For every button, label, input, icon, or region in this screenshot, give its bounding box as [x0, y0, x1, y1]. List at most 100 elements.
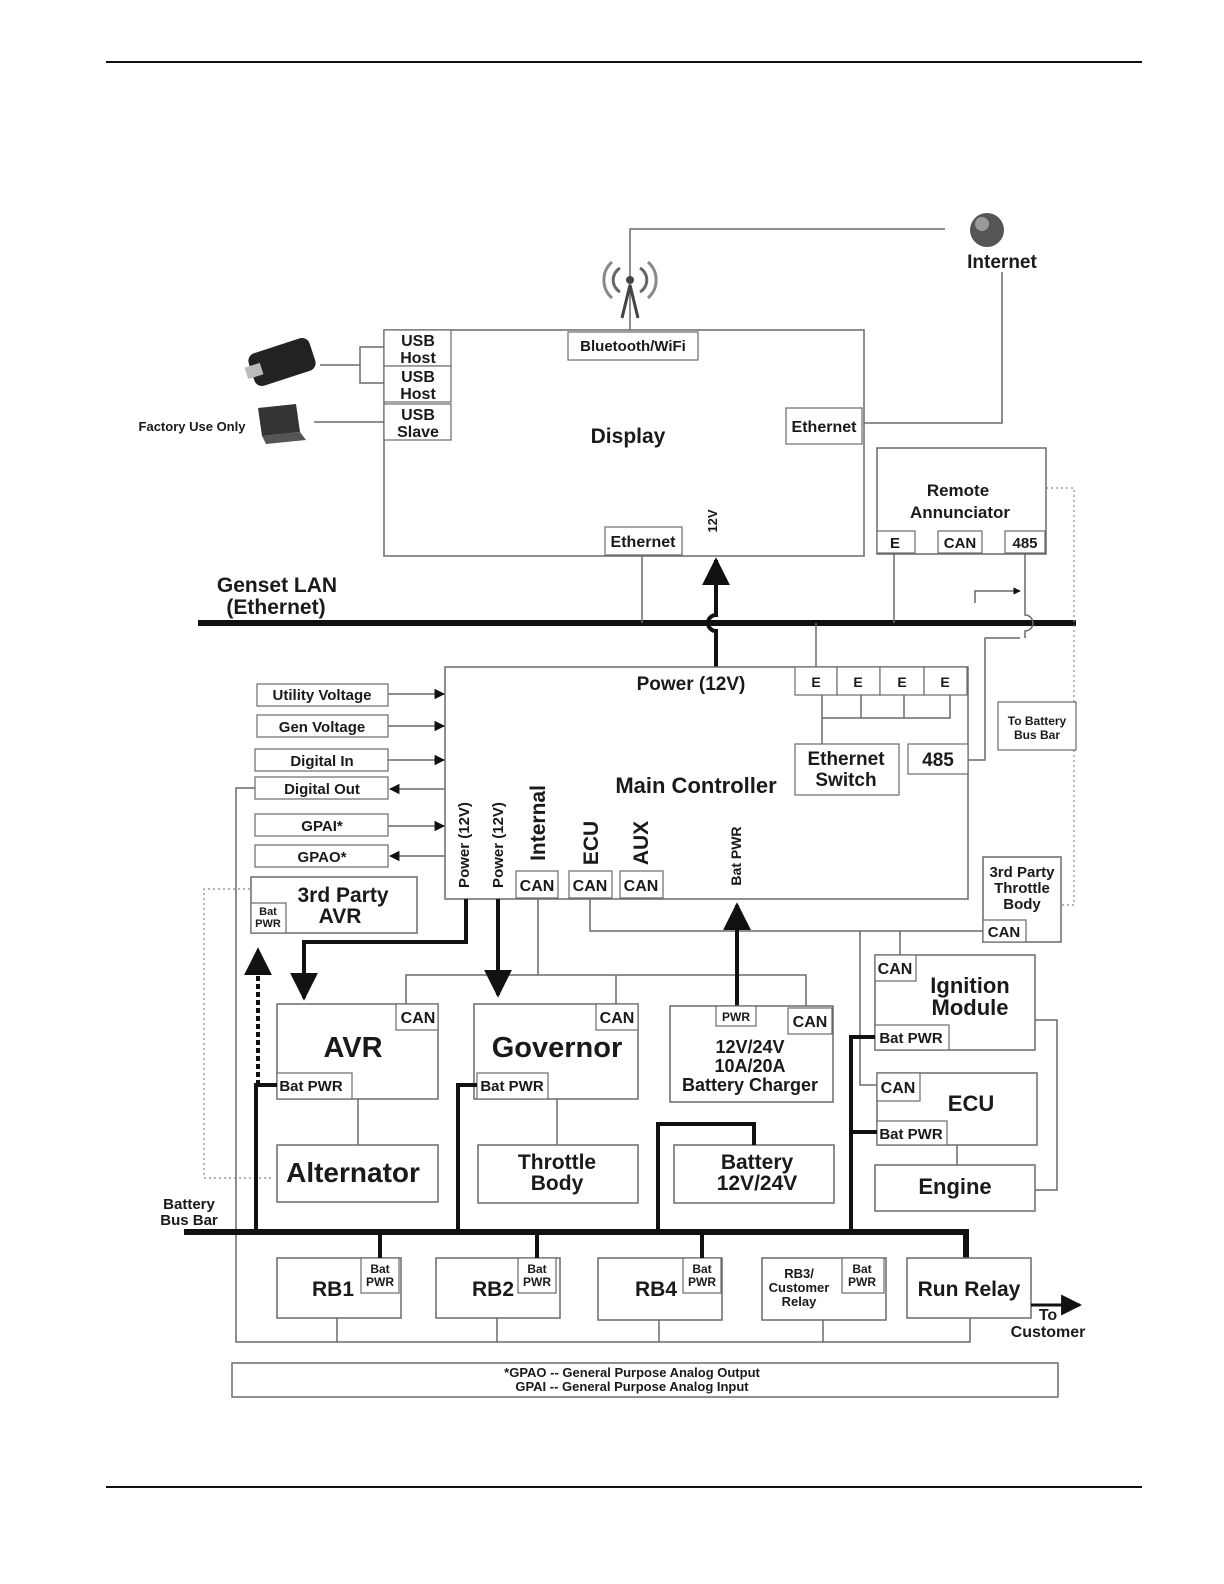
ecu-can-label: CAN	[573, 878, 608, 895]
genset-lan-line1: Genset LAN	[217, 574, 337, 597]
third-party-avr-bat-pwr-port	[250, 902, 287, 934]
ignition-line1: Ignition	[930, 973, 1009, 998]
engine-links	[956, 1019, 1058, 1191]
usb-host-1-line1: USB	[401, 333, 435, 350]
ra-can-label: CAN	[944, 535, 977, 552]
battery-bus-bar	[184, 1229, 969, 1258]
alternator-title: Alternator	[286, 1157, 420, 1188]
footnote-line2: GPAI -- General Purpose Analog Input	[515, 1379, 749, 1394]
charger-line1: 12V/24V	[715, 1037, 784, 1057]
mc-power-label: Power (12V)	[637, 674, 746, 695]
vertical-aux: AUX	[630, 821, 653, 865]
aux-can-port	[619, 870, 664, 899]
ignition-ecu-bat-pwr-feed	[849, 1035, 877, 1232]
mc-485-label: 485	[922, 750, 954, 771]
rb2-bat-pwr-port	[517, 1257, 557, 1294]
display-ethernet-port-bottom	[604, 526, 683, 556]
tp-avr-bat-label: Bat	[259, 906, 277, 918]
display-ethernet-right-label: Ethernet	[792, 419, 858, 436]
ecu-title: ECU	[948, 1091, 994, 1116]
ecu-can-port-box	[876, 1072, 921, 1102]
avr-can-label: CAN	[401, 1010, 436, 1027]
factory-use-label: Factory Use Only	[139, 419, 247, 434]
run-relay-box	[906, 1257, 1032, 1319]
to-customer-line2: Customer	[1011, 1324, 1086, 1341]
mc-e-label-2: E	[853, 674, 862, 690]
relay-drops	[336, 1318, 824, 1342]
ra-can-dotted-link	[1046, 487, 1075, 906]
wireless-to-internet-line	[629, 228, 945, 330]
battery-box	[673, 1144, 835, 1204]
mc-e-label-4: E	[940, 674, 949, 690]
run-relay-label: Run Relay	[918, 1278, 1021, 1301]
rb3-line3: Relay	[782, 1294, 817, 1309]
internet-label: Internet	[967, 252, 1037, 273]
ignition-can-label: CAN	[878, 961, 913, 978]
vertical-ecu: ECU	[580, 821, 603, 865]
rb3-pwr-label: PWR	[848, 1275, 876, 1289]
rb4-bat-label: Bat	[692, 1262, 711, 1276]
avr-alternator-dotted-link	[203, 888, 272, 1179]
mc-e-label-3: E	[897, 674, 906, 690]
tp-throttle-line3: Body	[1003, 896, 1041, 913]
throttle-body-line2: Body	[531, 1172, 584, 1195]
remote-annunciator-line1: Remote	[927, 481, 989, 500]
usb-stick-icon	[244, 338, 316, 386]
battery-bus-bar-line2: Bus Bar	[160, 1212, 218, 1229]
ignition-line2: Module	[932, 995, 1009, 1020]
output-gpao-label: GPAO*	[298, 849, 347, 866]
usb-slave-line2: Slave	[397, 424, 439, 441]
ra-can-port	[937, 530, 983, 554]
usb-lines	[314, 346, 384, 423]
display-12v-label: 12V	[705, 509, 720, 532]
vertical-power-1: Power (12V)	[456, 802, 473, 888]
avr-title: AVR	[323, 1032, 382, 1064]
ignition-bat-pwr-label: Bat PWR	[879, 1030, 943, 1047]
charger-pwr-port	[715, 1005, 757, 1027]
ethernet-switch-box	[794, 743, 900, 796]
ecu-can-network	[589, 898, 983, 1086]
battery-line1: Battery	[721, 1151, 794, 1174]
charger-pwr-label: PWR	[722, 1010, 750, 1024]
usb-host-2-line1: USB	[401, 369, 435, 386]
ecu-bat-pwr-port	[876, 1120, 948, 1146]
third-party-avr-line2: AVR	[319, 905, 362, 928]
tp-throttle-can-label: CAN	[988, 924, 1021, 941]
internal-can-label: CAN	[520, 878, 555, 895]
rb3-line2: Customer	[769, 1280, 830, 1295]
footnote-line1: *GPAO -- General Purpose Analog Output	[504, 1365, 760, 1380]
ecu-bat-pwr-label: Bat PWR	[879, 1126, 943, 1143]
e-port-switch-lines	[821, 695, 951, 744]
display-ethernet-bottom-label: Ethernet	[611, 534, 677, 551]
charger-line2: 10A/20A	[714, 1056, 785, 1076]
ecu-can-port	[568, 870, 613, 899]
charger-can-port	[787, 1007, 833, 1035]
rb1-bat-label: Bat	[370, 1262, 389, 1276]
rb3-bat-label: Bat	[852, 1262, 871, 1276]
governor-title: Governor	[492, 1032, 623, 1064]
usb-slave-line1: USB	[401, 407, 435, 424]
mc-e-port-3	[879, 666, 925, 696]
throttle-body-line1: Throttle	[518, 1151, 596, 1174]
rb3-bat-pwr-port	[841, 1257, 885, 1294]
power-to-avr	[290, 899, 468, 1001]
mc-e-port-2	[836, 666, 881, 696]
display-box	[383, 329, 865, 557]
rb2-pwr-label: PWR	[523, 1275, 551, 1289]
vertical-power-2: Power (12V)	[490, 802, 507, 888]
ra-e-port	[876, 530, 916, 554]
internet-globe-icon	[970, 213, 1004, 247]
laptop-icon	[258, 404, 306, 444]
remote-annunciator-line2: Annunciator	[910, 503, 1010, 522]
rb4-label: RB4	[635, 1278, 677, 1301]
mc-485-port	[907, 743, 969, 775]
usb-host-1-line2: Host	[400, 350, 436, 367]
input-utility-voltage-label: Utility Voltage	[273, 687, 372, 704]
rs485-arrow	[974, 587, 1021, 603]
mc-e-port-4	[923, 666, 968, 696]
tp-throttle-line1: 3rd Party	[989, 864, 1055, 881]
output-gpao	[254, 844, 389, 868]
governor-bat-pwr-feed	[456, 1083, 477, 1232]
alternator-box	[276, 1144, 439, 1203]
usb-slave-port	[383, 403, 452, 441]
